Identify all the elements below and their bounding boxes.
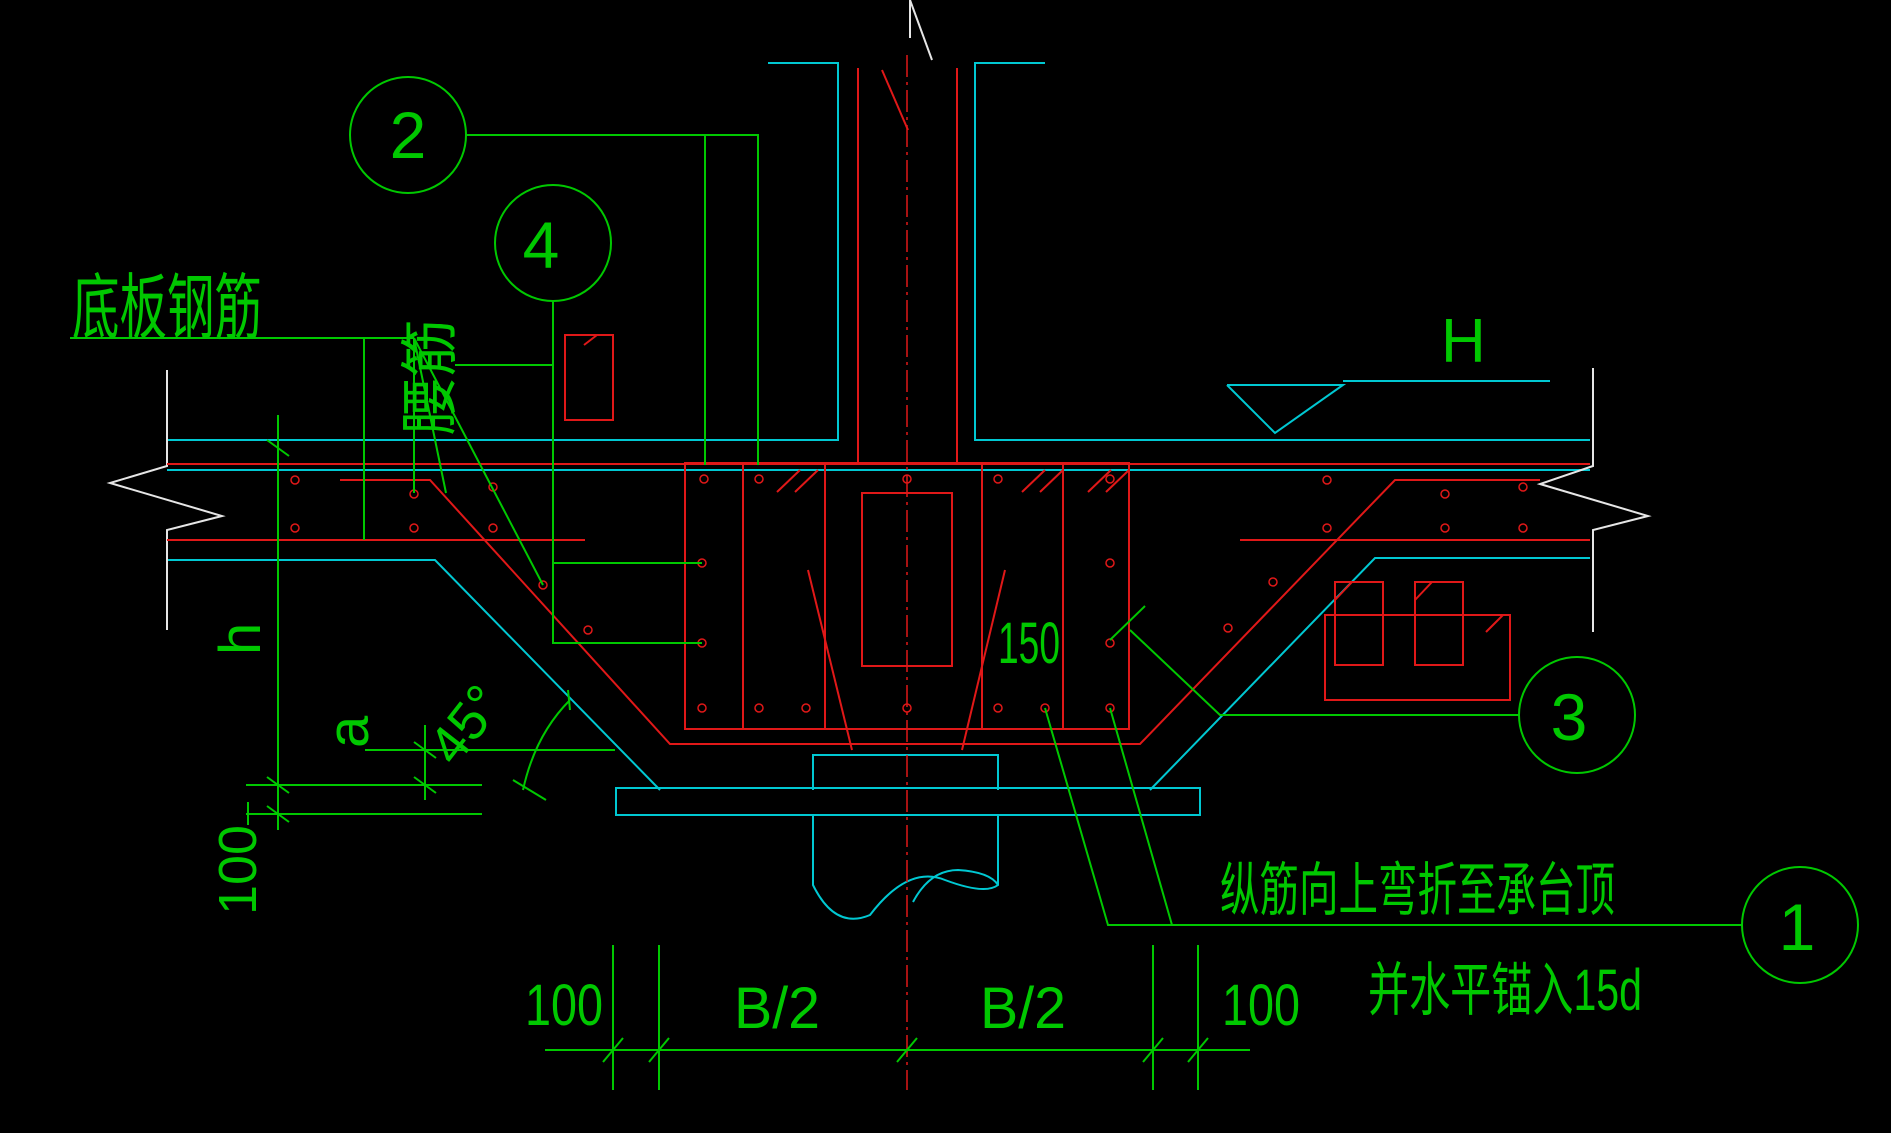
label-45-degrees: 45° (417, 674, 515, 775)
label-a: a (316, 715, 381, 748)
concrete-outline (167, 62, 1590, 920)
callout-4-number: 4 (523, 208, 560, 282)
note-line-1: 纵筋向上弯折至承台顶 (1220, 858, 1615, 923)
callout-4: 4 (494, 184, 612, 302)
label-waist-rebar: 腰筋 (398, 319, 463, 435)
callout-2: 2 (349, 76, 467, 194)
label-dim-100-left: 100 (525, 973, 603, 1038)
note-line-2: 并水平锚入15d (1368, 958, 1642, 1023)
callout-3-number: 3 (1551, 680, 1588, 754)
label-dim-b-half-left: B/2 (734, 976, 820, 1041)
label-dim-b-half-right: B/2 (980, 976, 1066, 1041)
label-h: h (208, 623, 273, 655)
callout-3: 3 (1518, 656, 1636, 774)
rebar-layout (167, 68, 1590, 751)
label-100-vertical: 100 (208, 825, 268, 915)
rebar-dots (290, 474, 1528, 713)
break-lines (106, 0, 1652, 632)
label-150: 150 (998, 611, 1060, 676)
annotation-lines (70, 134, 1743, 1090)
callout-1-number: 1 (1779, 890, 1816, 964)
callout-1: 1 (1741, 866, 1859, 984)
label-elevation-H: H (1441, 307, 1486, 376)
label-dim-100-right: 100 (1222, 973, 1300, 1038)
label-bottom-slab-rebar: 底板钢筋 (72, 269, 262, 349)
callout-2-number: 2 (390, 98, 427, 172)
